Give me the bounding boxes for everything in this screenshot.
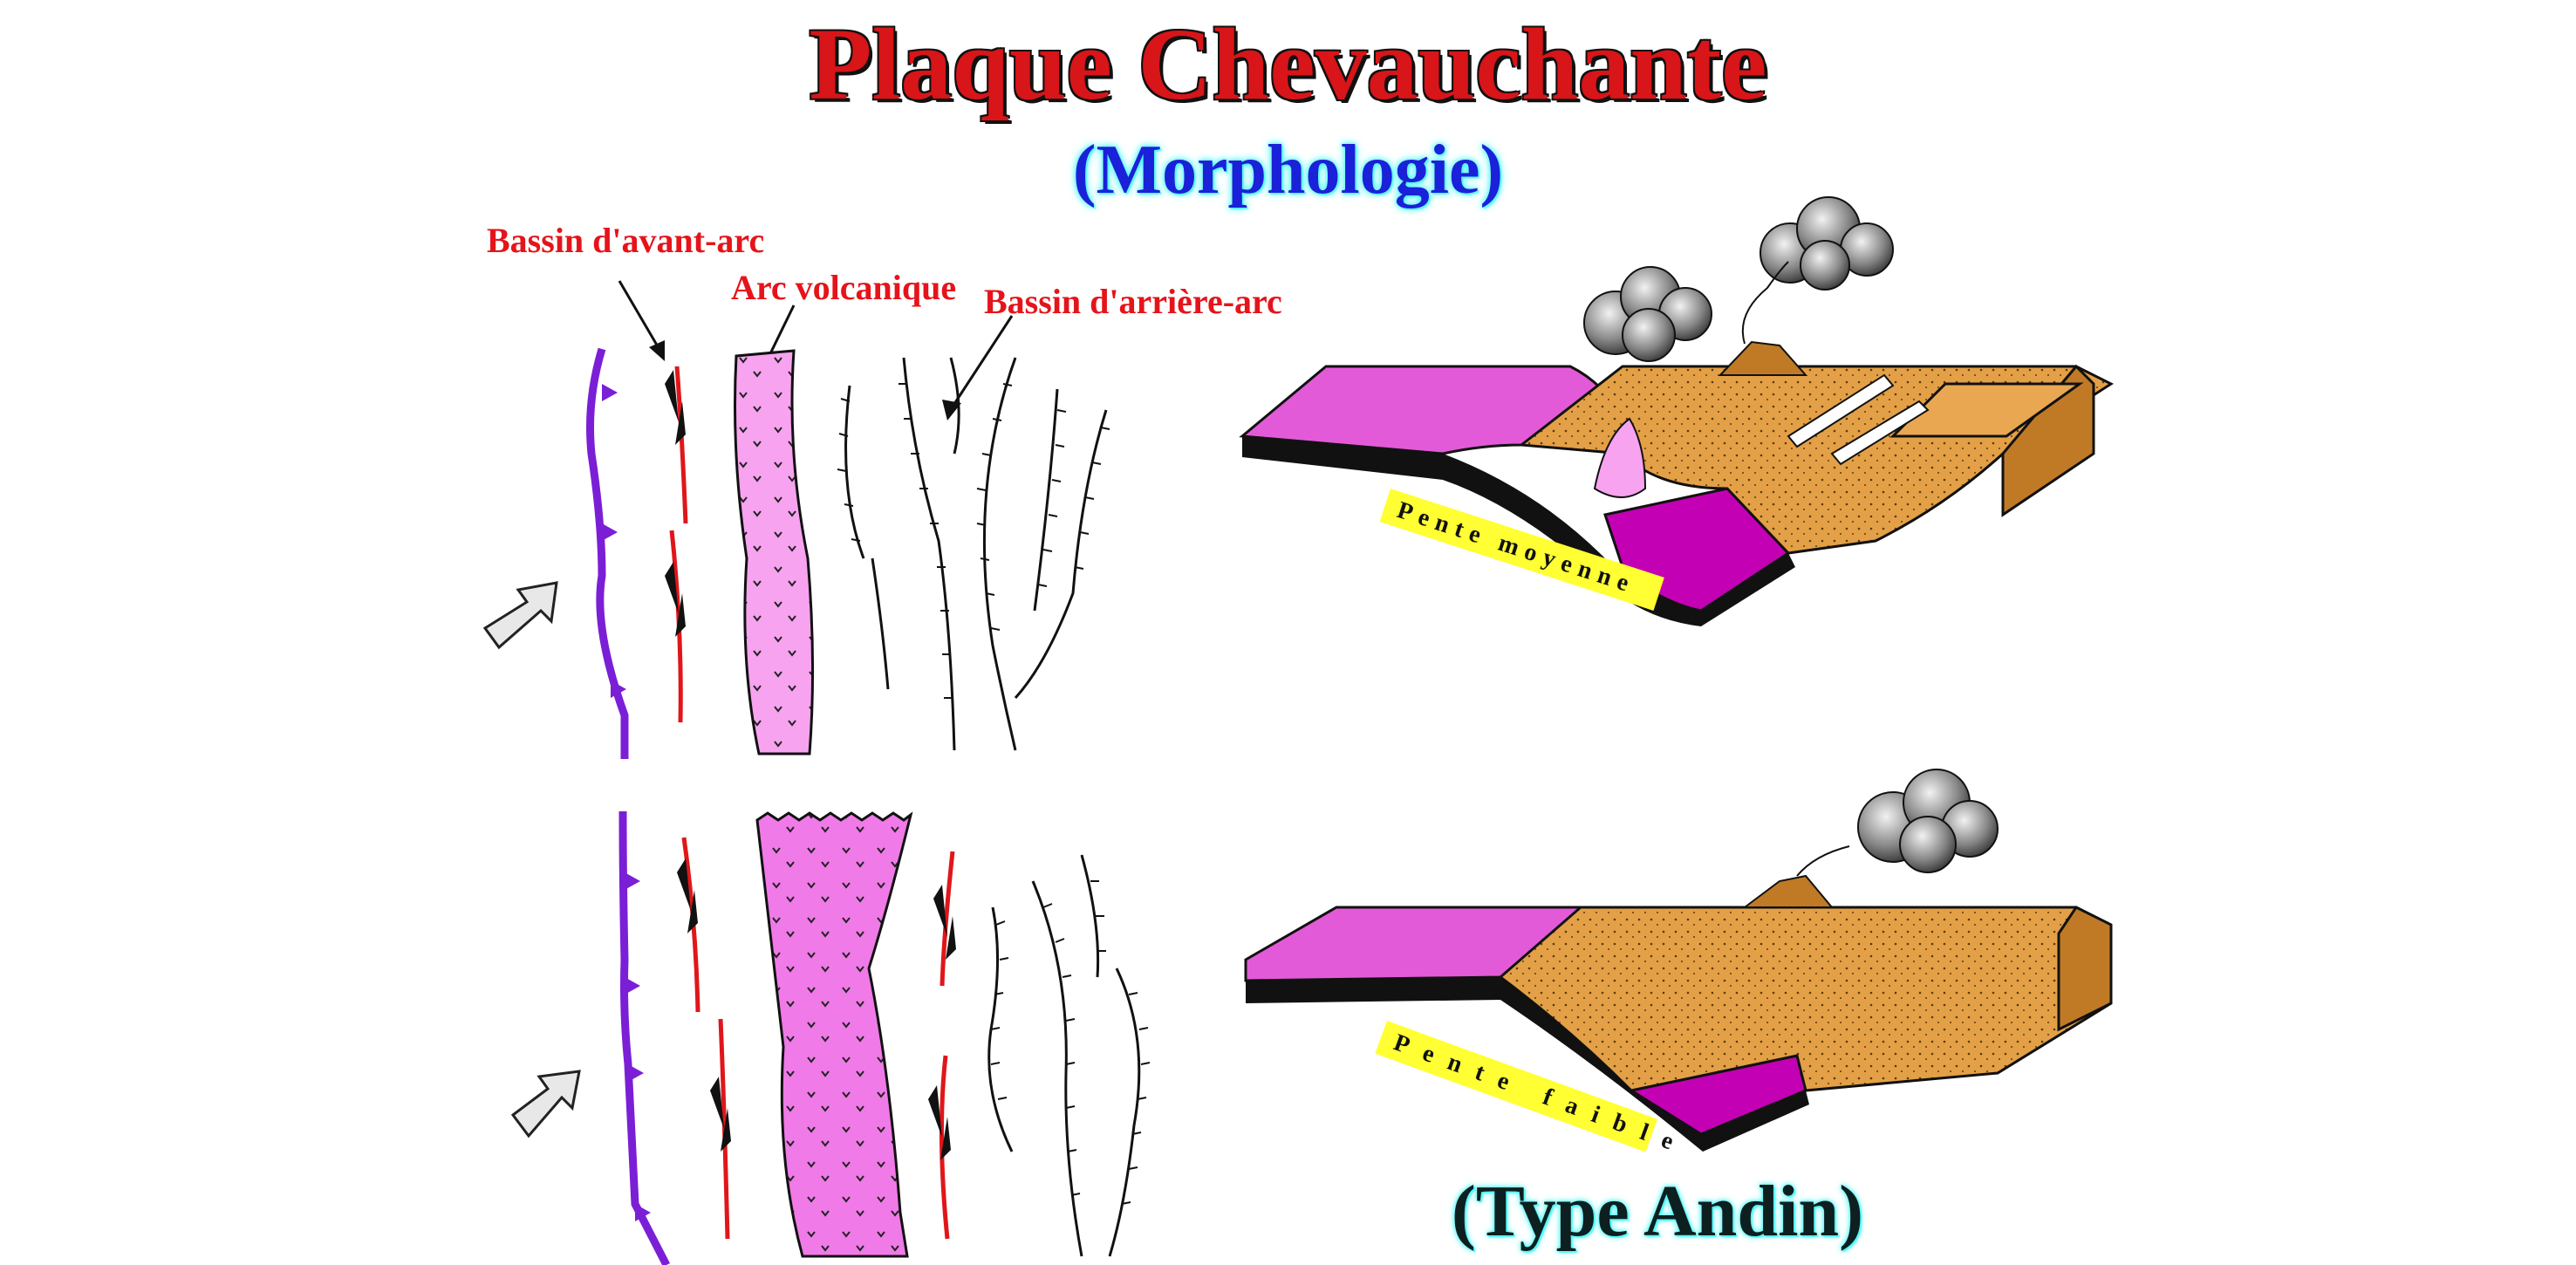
- volcanic-arc-band: [755, 811, 913, 1258]
- page-title: Plaque Chevauchante: [809, 7, 1767, 121]
- smoke-cloud-icon: [1857, 769, 1999, 873]
- fault-arrow: [933, 885, 956, 960]
- fault-red: [939, 1055, 950, 1240]
- continental-crust: [1498, 906, 2113, 1092]
- label-forearc-basin: Bassin d'avant-arc: [487, 221, 765, 260]
- map-top: [482, 280, 1110, 759]
- fault-arrow: [928, 1085, 951, 1160]
- smoke-cloud-icon: [1583, 196, 1894, 362]
- leader-arrow-backarc: [951, 315, 1014, 407]
- fault-arrow: [665, 562, 686, 637]
- trench-line: [586, 347, 629, 759]
- plate-motion-arrow: [482, 581, 558, 650]
- volcanic-arc-band: [734, 349, 815, 756]
- leader-arrow-forearc: [618, 280, 663, 353]
- fault-arrow: [665, 370, 686, 445]
- scarp-ticks: [990, 880, 1151, 1205]
- label-backarc-basin: Bassin d'arrière-arc: [984, 282, 1282, 321]
- backarc-scarps: [987, 854, 1141, 1257]
- volcano: [1742, 874, 1835, 908]
- map-bottom: [510, 810, 1151, 1265]
- fault-arrow: [677, 858, 698, 933]
- fault-arrow: [710, 1077, 731, 1152]
- block-diagram-top: Pente moyenne: [1239, 196, 2115, 626]
- plate-motion-arrow: [510, 1070, 581, 1138]
- trench-line: [618, 810, 671, 1265]
- backarc-scarps: [844, 357, 1108, 751]
- label-volcanic-arc: Arc volcanique: [731, 268, 957, 307]
- volcano: [1718, 340, 1808, 376]
- fault-red: [674, 366, 688, 524]
- magma-chamber: [1593, 417, 1647, 498]
- page-subtitle: (Morphologie): [1072, 132, 1504, 209]
- scarp-ticks: [837, 383, 1110, 699]
- block-diagram-bottom: Pente faible: [1244, 769, 2113, 1161]
- footer-label: (Type Andin): [1451, 1171, 1864, 1252]
- oceanic-plate-side: [1242, 436, 1795, 626]
- fault-red: [718, 1018, 730, 1240]
